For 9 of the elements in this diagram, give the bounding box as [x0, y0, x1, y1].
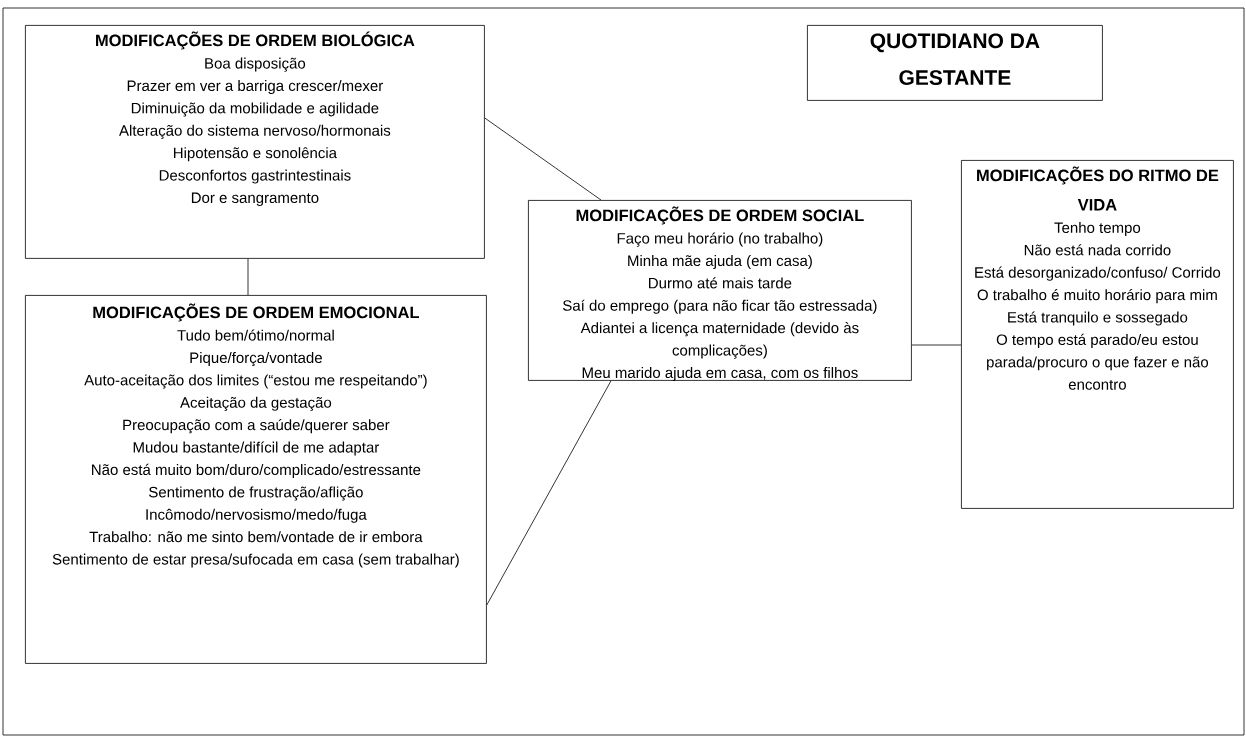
connector-line: [486, 380, 612, 606]
category-box: MODIFICAÇÕES DO RITMO DE VIDA Tenho tempo Não está nada corrido Está desorganizado/confuso/ Corrido O trabalho é muito horário para mim Está tranquilo e sossegado O tempo está parado/eu estou parada/procuro o que fazer e não encontro: [961, 160, 1234, 509]
category-box: MODIFICAÇÕES DE ORDEM BIOLÓGICA Boa disposição Prazer em ver a barriga crescer/mexer Diminuição da mobilidade e agilidade Alteração do sistema nervoso/hormonais Hipotensão e sonolência Desconfortos gastrintestinais Dor e sangramento: [25, 25, 485, 259]
category-box: MODIFICAÇÕES DE ORDEM EMOCIONAL Tudo bem/ótimo/normal Pique/força/vontade Auto-aceitação dos limites (“estou me respeitando”) Aceitação da gestação Preocupação com a saúde/querer saber Mudou bastante/difícil de me adaptar Não está muito bom/duro/complicado/estressante Sentimento de frustração/aflição Incômodo/nervosismo/medo/fuga Trabalho: não me sinto bem/vontade de ir embora Sentimento de estar presa/sufocada em casa (sem trabalhar): [25, 295, 487, 664]
title-box: QUOTIDIANO DA GESTANTE: [807, 25, 1103, 101]
connector-line: [247, 258, 249, 296]
category-box: MODIFICAÇÕES DE ORDEM SOCIAL Faço meu horário (no trabalho) Minha mãe ajuda (em casa) Durmo até mais tarde Saí do emprego (para não ficar tão estressada) Adiantei a licença maternidade (devido às complicações) Meu marido ajuda em casa, com os filhos: [528, 200, 912, 381]
connector-line: [484, 117, 602, 201]
connector-line: [911, 344, 962, 346]
